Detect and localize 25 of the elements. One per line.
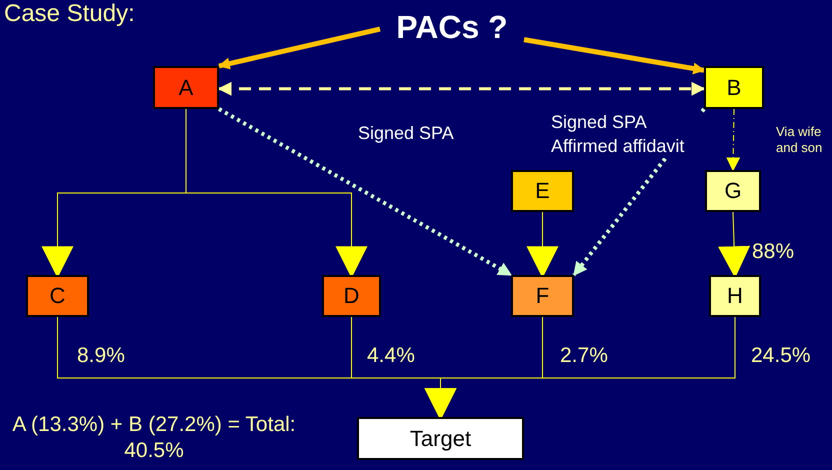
edge-label: 4.4% xyxy=(367,343,416,369)
slide-title: Case Study: xyxy=(4,0,135,28)
entity-box: D xyxy=(322,275,381,317)
entity-box: H xyxy=(709,275,761,317)
arrow xyxy=(218,26,381,70)
entity-box: A xyxy=(153,66,219,109)
edge-label: Signed SPA Affirmed affidavit xyxy=(551,110,701,158)
target-box: Target xyxy=(357,417,524,460)
edge-label: Signed SPA xyxy=(358,122,455,145)
entity-box: E xyxy=(511,170,574,212)
edge-label: 8.9% xyxy=(77,343,126,369)
entity-box: F xyxy=(511,275,574,317)
dashed-arrow xyxy=(218,107,512,277)
heading-text: PACs ? xyxy=(380,6,524,48)
arrow xyxy=(524,37,706,74)
entity-box: B xyxy=(704,66,764,109)
edge-label: 88% xyxy=(752,239,796,265)
entity-box: G xyxy=(705,170,761,212)
dashed-arrow xyxy=(218,82,706,96)
total-note: A (13.3%) + B (27.2%) = Total: 40.5% xyxy=(11,412,297,464)
edge-label: 24.5% xyxy=(751,343,812,369)
edge-label: Via wife and son xyxy=(776,124,824,156)
dashed-arrow xyxy=(726,108,740,172)
edge-label: 2.7% xyxy=(560,343,609,369)
entity-box: C xyxy=(26,275,89,317)
